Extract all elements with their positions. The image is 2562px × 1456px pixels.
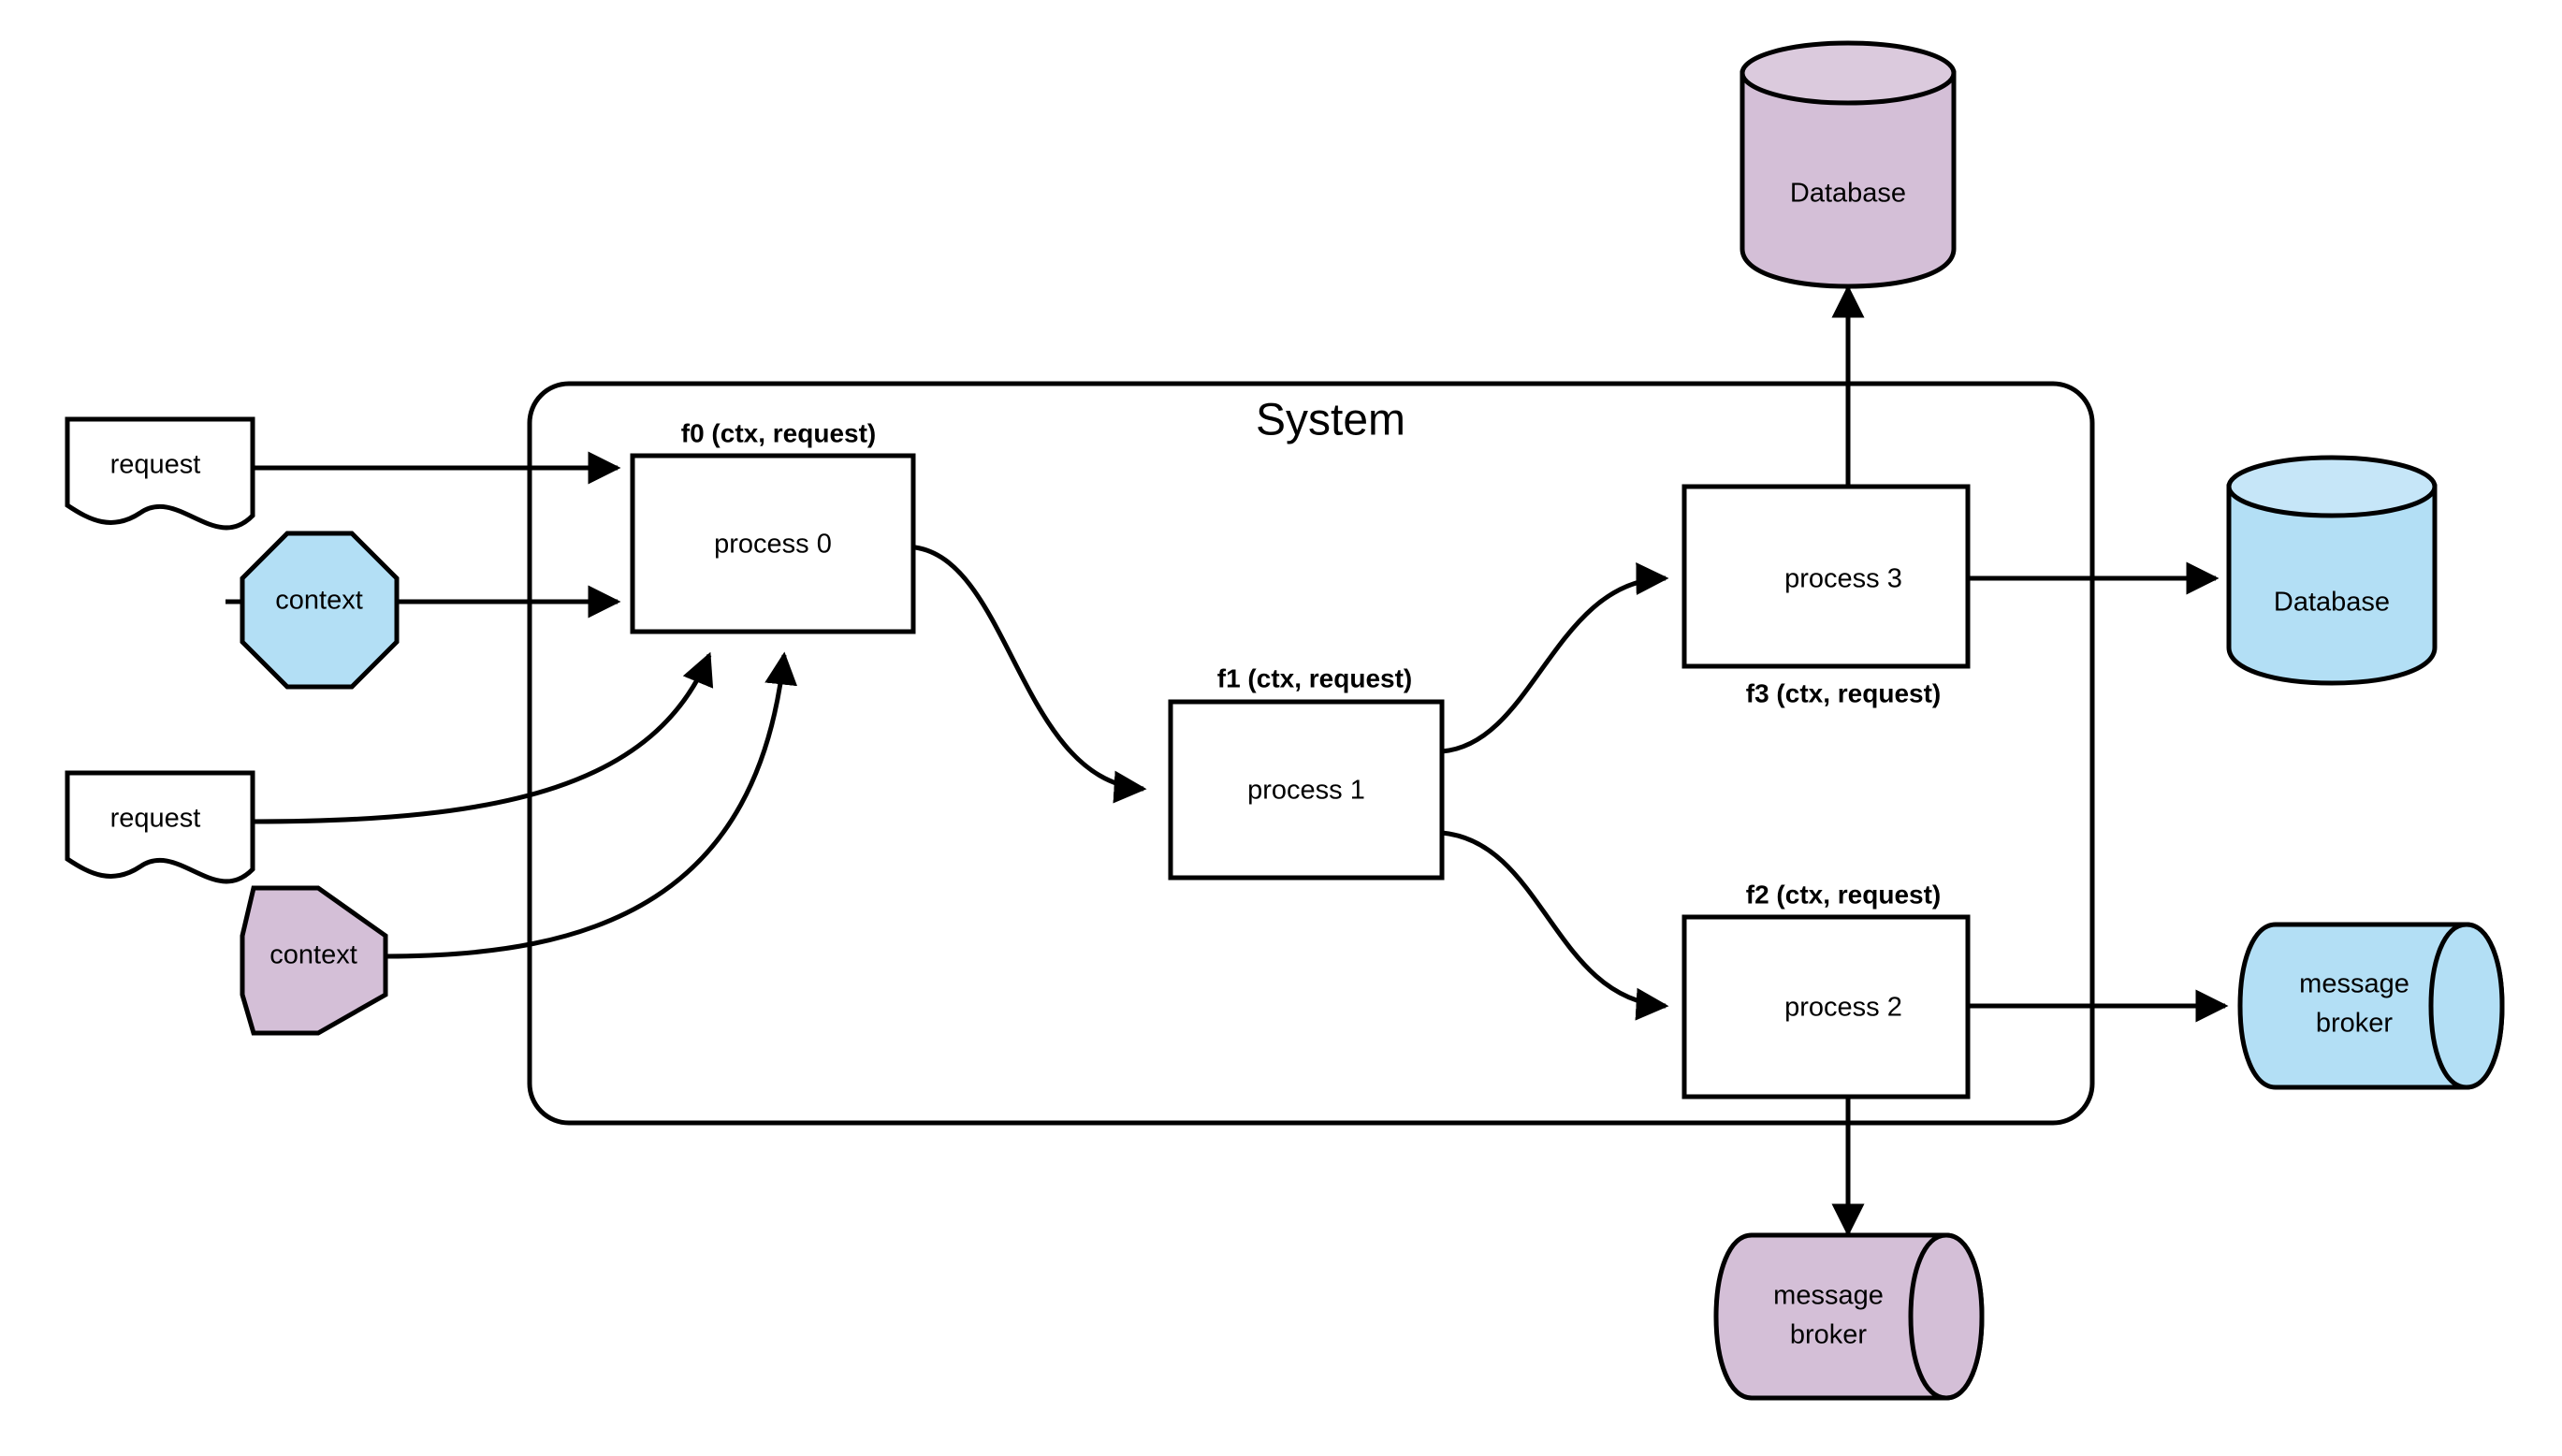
system-label: System: [1256, 396, 1405, 445]
process-2-box: [1681, 914, 1971, 1099]
process-3-box: [1681, 484, 1971, 669]
broker-bottom-label-line2: broker: [1790, 1320, 1868, 1350]
edge-process-1-to-process-2: [1441, 830, 1669, 1021]
process-3-function-label: f3 (ctx, request): [1746, 678, 1942, 707]
process-0-box: [630, 453, 916, 634]
broker-bottom-label-line1: message: [1773, 1281, 1884, 1311]
request-bottom-node[interactable]: request: [65, 770, 255, 884]
process-0-label: process 0: [714, 530, 832, 560]
context-bottom-node[interactable]: context: [240, 885, 388, 1036]
request-top-node[interactable]: request: [65, 416, 255, 531]
process-2-node[interactable]: f2 (ctx, request) process 2: [1681, 880, 1971, 1099]
edge-context-bottom-to-process-0: [385, 651, 798, 959]
process-0-node[interactable]: f0 (ctx, request) process 0: [630, 418, 916, 634]
database-right-node[interactable]: Database: [2226, 455, 2438, 686]
process-3-node[interactable]: process 3 f3 (ctx, request): [1681, 484, 1971, 707]
octagon-shape: [240, 885, 388, 1036]
broker-right-node[interactable]: message broker: [2237, 922, 2505, 1090]
octagon-shape: [240, 531, 400, 690]
process-3-label: process 3: [1784, 564, 1902, 594]
process-0-function-label: f0 (ctx, request): [681, 418, 877, 447]
database-top-node[interactable]: Database: [1740, 40, 1957, 289]
request-bottom-label: request: [110, 804, 201, 834]
cylinder-top-ellipse: [1740, 40, 1957, 106]
edge-request-bottom-to-process-0: [252, 651, 714, 824]
database-top-label: Database: [1790, 179, 1906, 209]
context-top-label: context: [275, 586, 363, 616]
document-shape: [65, 770, 255, 884]
request-top-label: request: [110, 450, 201, 480]
broker-right-label-line1: message: [2299, 969, 2409, 999]
cylinder-body: [1740, 70, 1957, 289]
edge-process-0-to-process-1: [914, 545, 1147, 804]
edge-process-1-to-process-3: [1441, 562, 1669, 754]
broker-right-label-line2: broker: [2316, 1009, 2394, 1039]
process-1-label: process 1: [1247, 776, 1365, 806]
context-bottom-label: context: [269, 940, 357, 970]
cylinder-end-ellipse: [2428, 922, 2505, 1090]
process-2-label: process 2: [1784, 993, 1902, 1023]
process-1-function-label: f1 (ctx, request): [1217, 663, 1413, 692]
document-shape: [65, 416, 255, 531]
process-1-node[interactable]: f1 (ctx, request) process 1: [1168, 663, 1445, 881]
process-2-function-label: f2 (ctx, request): [1746, 880, 1942, 909]
database-right-label: Database: [2274, 588, 2390, 618]
cylinder-top-ellipse: [2226, 455, 2438, 518]
system-container: [527, 381, 2095, 1126]
cylinder-end-ellipse: [1908, 1232, 1985, 1401]
context-top-node[interactable]: context: [240, 531, 400, 690]
cylinder-body: [2226, 484, 2438, 686]
process-1-box: [1168, 699, 1445, 881]
broker-bottom-node[interactable]: message broker: [1713, 1232, 1985, 1401]
